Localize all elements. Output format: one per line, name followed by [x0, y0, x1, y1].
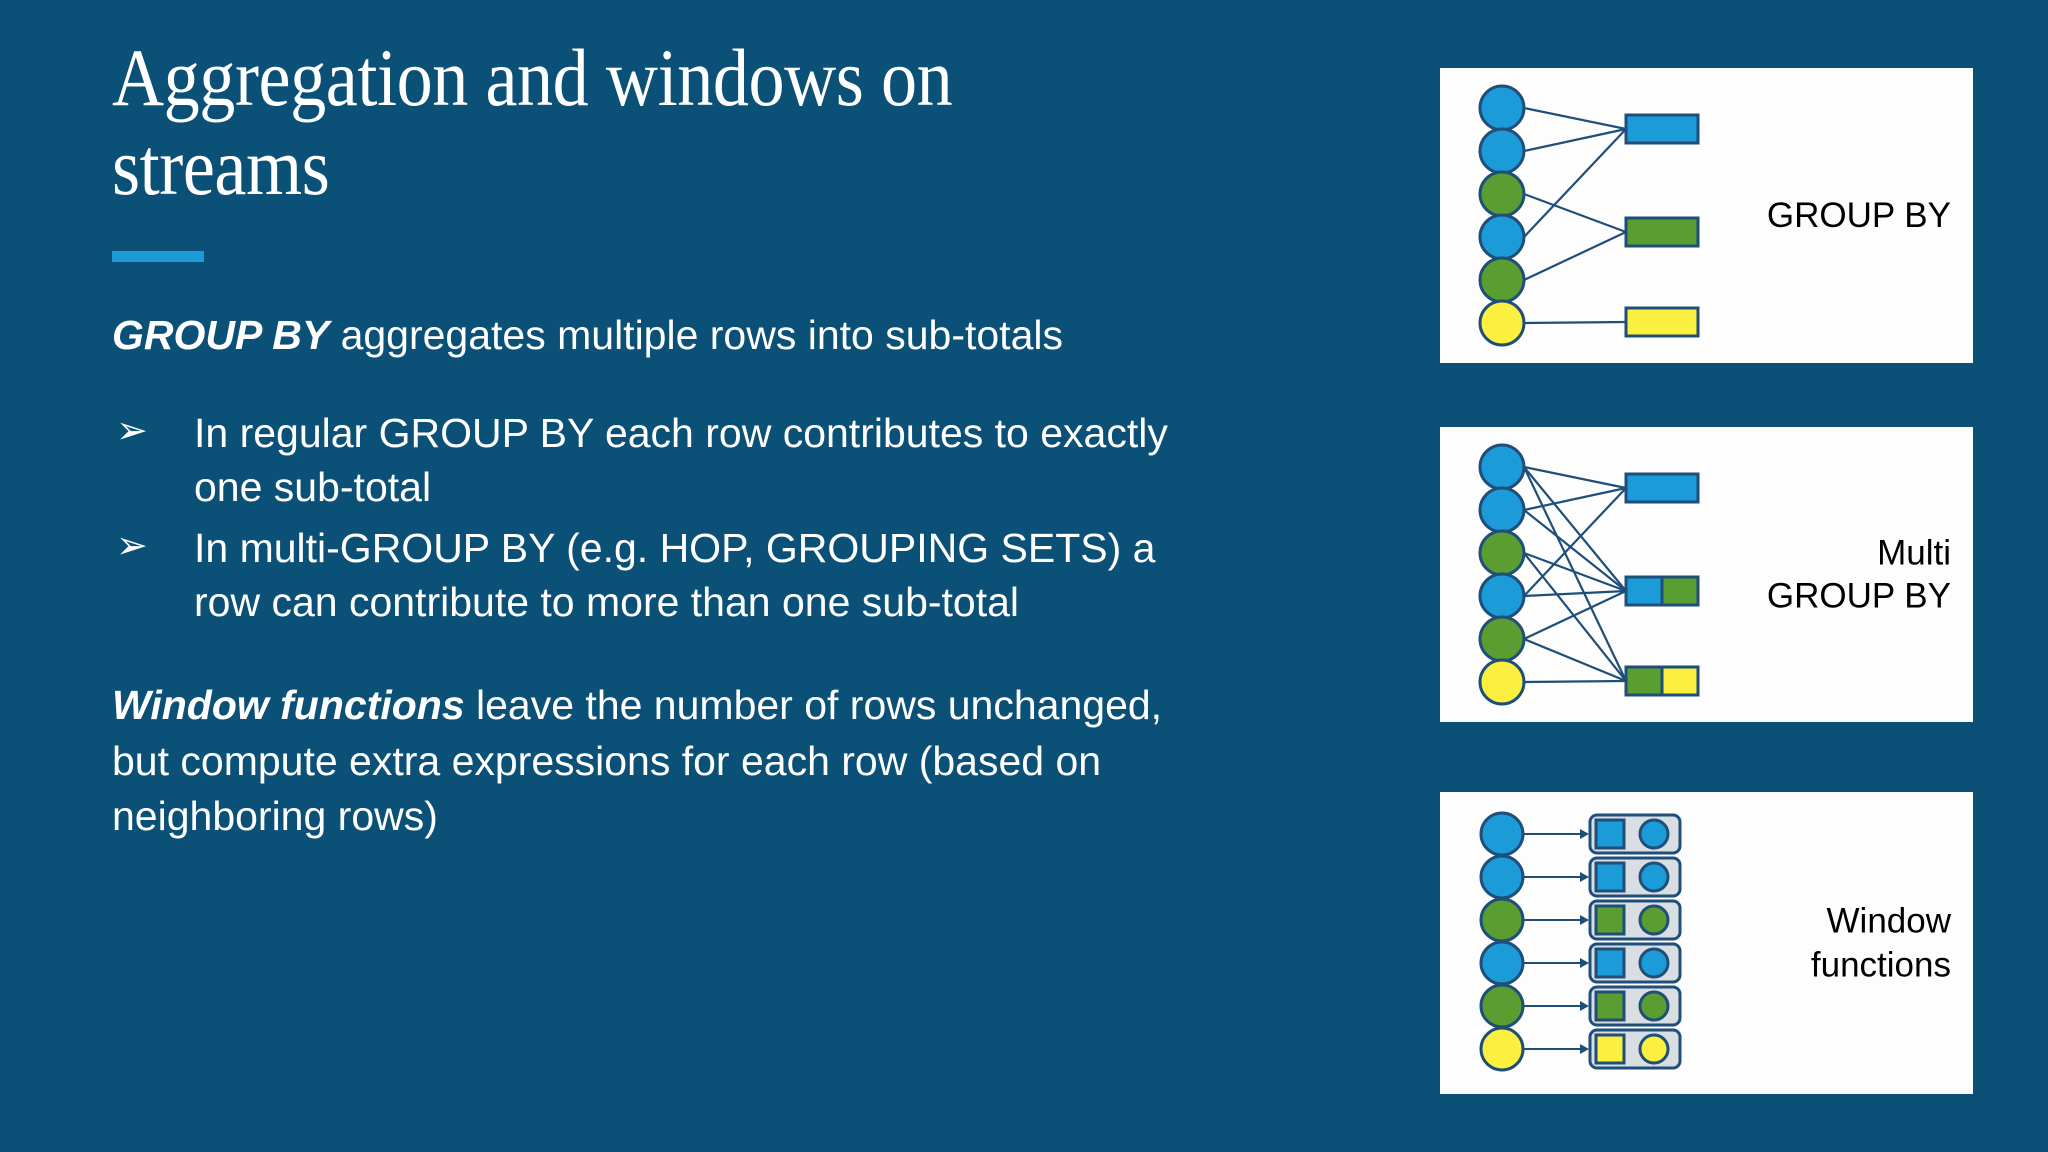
edge-line: [1523, 466, 1627, 592]
row-node-circle: [1478, 170, 1526, 218]
row-node-circle: [1478, 127, 1526, 175]
aggregate-bar-segment: [1624, 306, 1700, 338]
edge-line: [1523, 106, 1627, 131]
edge-line: [1523, 127, 1627, 153]
edge-line: [1523, 465, 1627, 490]
row-node-circle: [1478, 615, 1526, 663]
row-node-circle: [1478, 658, 1526, 706]
edge-line: [1523, 509, 1627, 592]
edge-line: [1523, 589, 1627, 598]
aggregate-bar-segment: [1624, 216, 1700, 248]
diagram-panel-multi-group-by: Multi GROUP BY: [1440, 427, 1973, 722]
row-node-circle: [1478, 299, 1526, 347]
window-row-square: [1594, 861, 1626, 893]
window-row-circle: [1638, 904, 1670, 936]
row-node-circle: [1478, 486, 1526, 534]
edge-line: [1523, 231, 1627, 281]
slide-left-column: Aggregation and windows on streams GROUP…: [112, 32, 1302, 886]
diagram-panel-window-functions: Window functions: [1440, 792, 1973, 1094]
aggregate-bar-segment: [1624, 113, 1700, 145]
row-node-circle: [1479, 1026, 1525, 1072]
aggregate-bar-segment: [1624, 472, 1700, 504]
edge-line: [1523, 486, 1627, 512]
window-row-square: [1594, 818, 1626, 850]
paragraph-group-by-rest: aggregates multiple rows into sub-totals: [329, 312, 1063, 359]
paragraph-group-by: GROUP BY aggregates multiple rows into s…: [112, 308, 1222, 364]
diagram-svg-group-by: [1478, 84, 1700, 347]
row-node-circle: [1478, 84, 1526, 132]
accent-bar: [112, 251, 204, 263]
window-row-circle: [1638, 861, 1670, 893]
bullet-text: In multi-GROUP BY (e.g. HOP, GROUPING SE…: [194, 524, 1156, 626]
paragraph-window-functions-strong: Window functions: [112, 681, 465, 728]
row-node-circle: [1479, 983, 1525, 1029]
row-node-circle: [1478, 443, 1526, 491]
window-row-circle: [1638, 947, 1670, 979]
edge-line: [1523, 487, 1627, 597]
edge-line: [1523, 128, 1627, 238]
window-row-circle: [1638, 990, 1670, 1022]
arrow-head-icon: [1580, 872, 1589, 882]
diagram-svg-window-functions: [1479, 811, 1682, 1072]
diagram-panel-group-by: GROUP BY: [1440, 68, 1973, 363]
row-node-circle: [1478, 529, 1526, 577]
aggregate-bar-segment: [1660, 575, 1700, 607]
aggregate-bar-segment: [1624, 665, 1664, 697]
edge-line: [1523, 552, 1627, 682]
row-node-circle: [1478, 256, 1526, 304]
window-row-circle: [1638, 818, 1670, 850]
edge-line: [1523, 192, 1627, 234]
row-node-circle: [1478, 572, 1526, 620]
bullet-text: In regular GROUP BY each row contributes…: [194, 409, 1168, 511]
edge-line: [1523, 637, 1627, 683]
arrow-bullet-icon: ➢: [116, 524, 148, 567]
diagram-label: Window functions: [1810, 901, 1951, 984]
row-node-circle: [1479, 811, 1525, 857]
window-row-circle: [1638, 1033, 1670, 1065]
arrow-head-icon: [1580, 1044, 1589, 1054]
edge-line: [1523, 320, 1627, 325]
list-item: ➢ In regular GROUP BY each row contribut…: [112, 406, 1302, 515]
list-item: ➢ In multi-GROUP BY (e.g. HOP, GROUPING …: [112, 521, 1302, 630]
bullet-list: ➢ In regular GROUP BY each row contribut…: [112, 406, 1302, 630]
arrow-bullet-icon: ➢: [116, 409, 148, 452]
arrow-head-icon: [1580, 829, 1589, 839]
arrow-head-icon: [1580, 915, 1589, 925]
window-row-square: [1594, 990, 1626, 1022]
row-node-circle: [1478, 213, 1526, 261]
aggregate-bar-segment: [1624, 575, 1664, 607]
window-row-square: [1594, 947, 1626, 979]
edge-line: [1523, 590, 1627, 640]
row-node-circle: [1479, 940, 1525, 986]
arrow-head-icon: [1580, 1001, 1589, 1011]
diagram-label: GROUP BY: [1766, 195, 1951, 235]
paragraph-window-functions-rest: leave the number of rows unchanged, but …: [112, 681, 1163, 840]
diagram-label: Multi GROUP BY: [1766, 532, 1951, 616]
arrow-head-icon: [1580, 958, 1589, 968]
edge-line: [1523, 679, 1627, 684]
row-node-circle: [1479, 897, 1525, 943]
aggregate-bar-segment: [1660, 665, 1700, 697]
edge-line: [1523, 466, 1627, 682]
page-title: Aggregation and windows on streams: [112, 32, 953, 212]
diagram-svg-multi-group-by: [1478, 443, 1700, 706]
paragraph-window-functions: Window functions leave the number of row…: [112, 678, 1222, 845]
window-row-square: [1594, 904, 1626, 936]
paragraph-group-by-strong: GROUP BY: [112, 312, 330, 359]
window-row-square: [1594, 1033, 1626, 1065]
row-node-circle: [1479, 854, 1525, 900]
